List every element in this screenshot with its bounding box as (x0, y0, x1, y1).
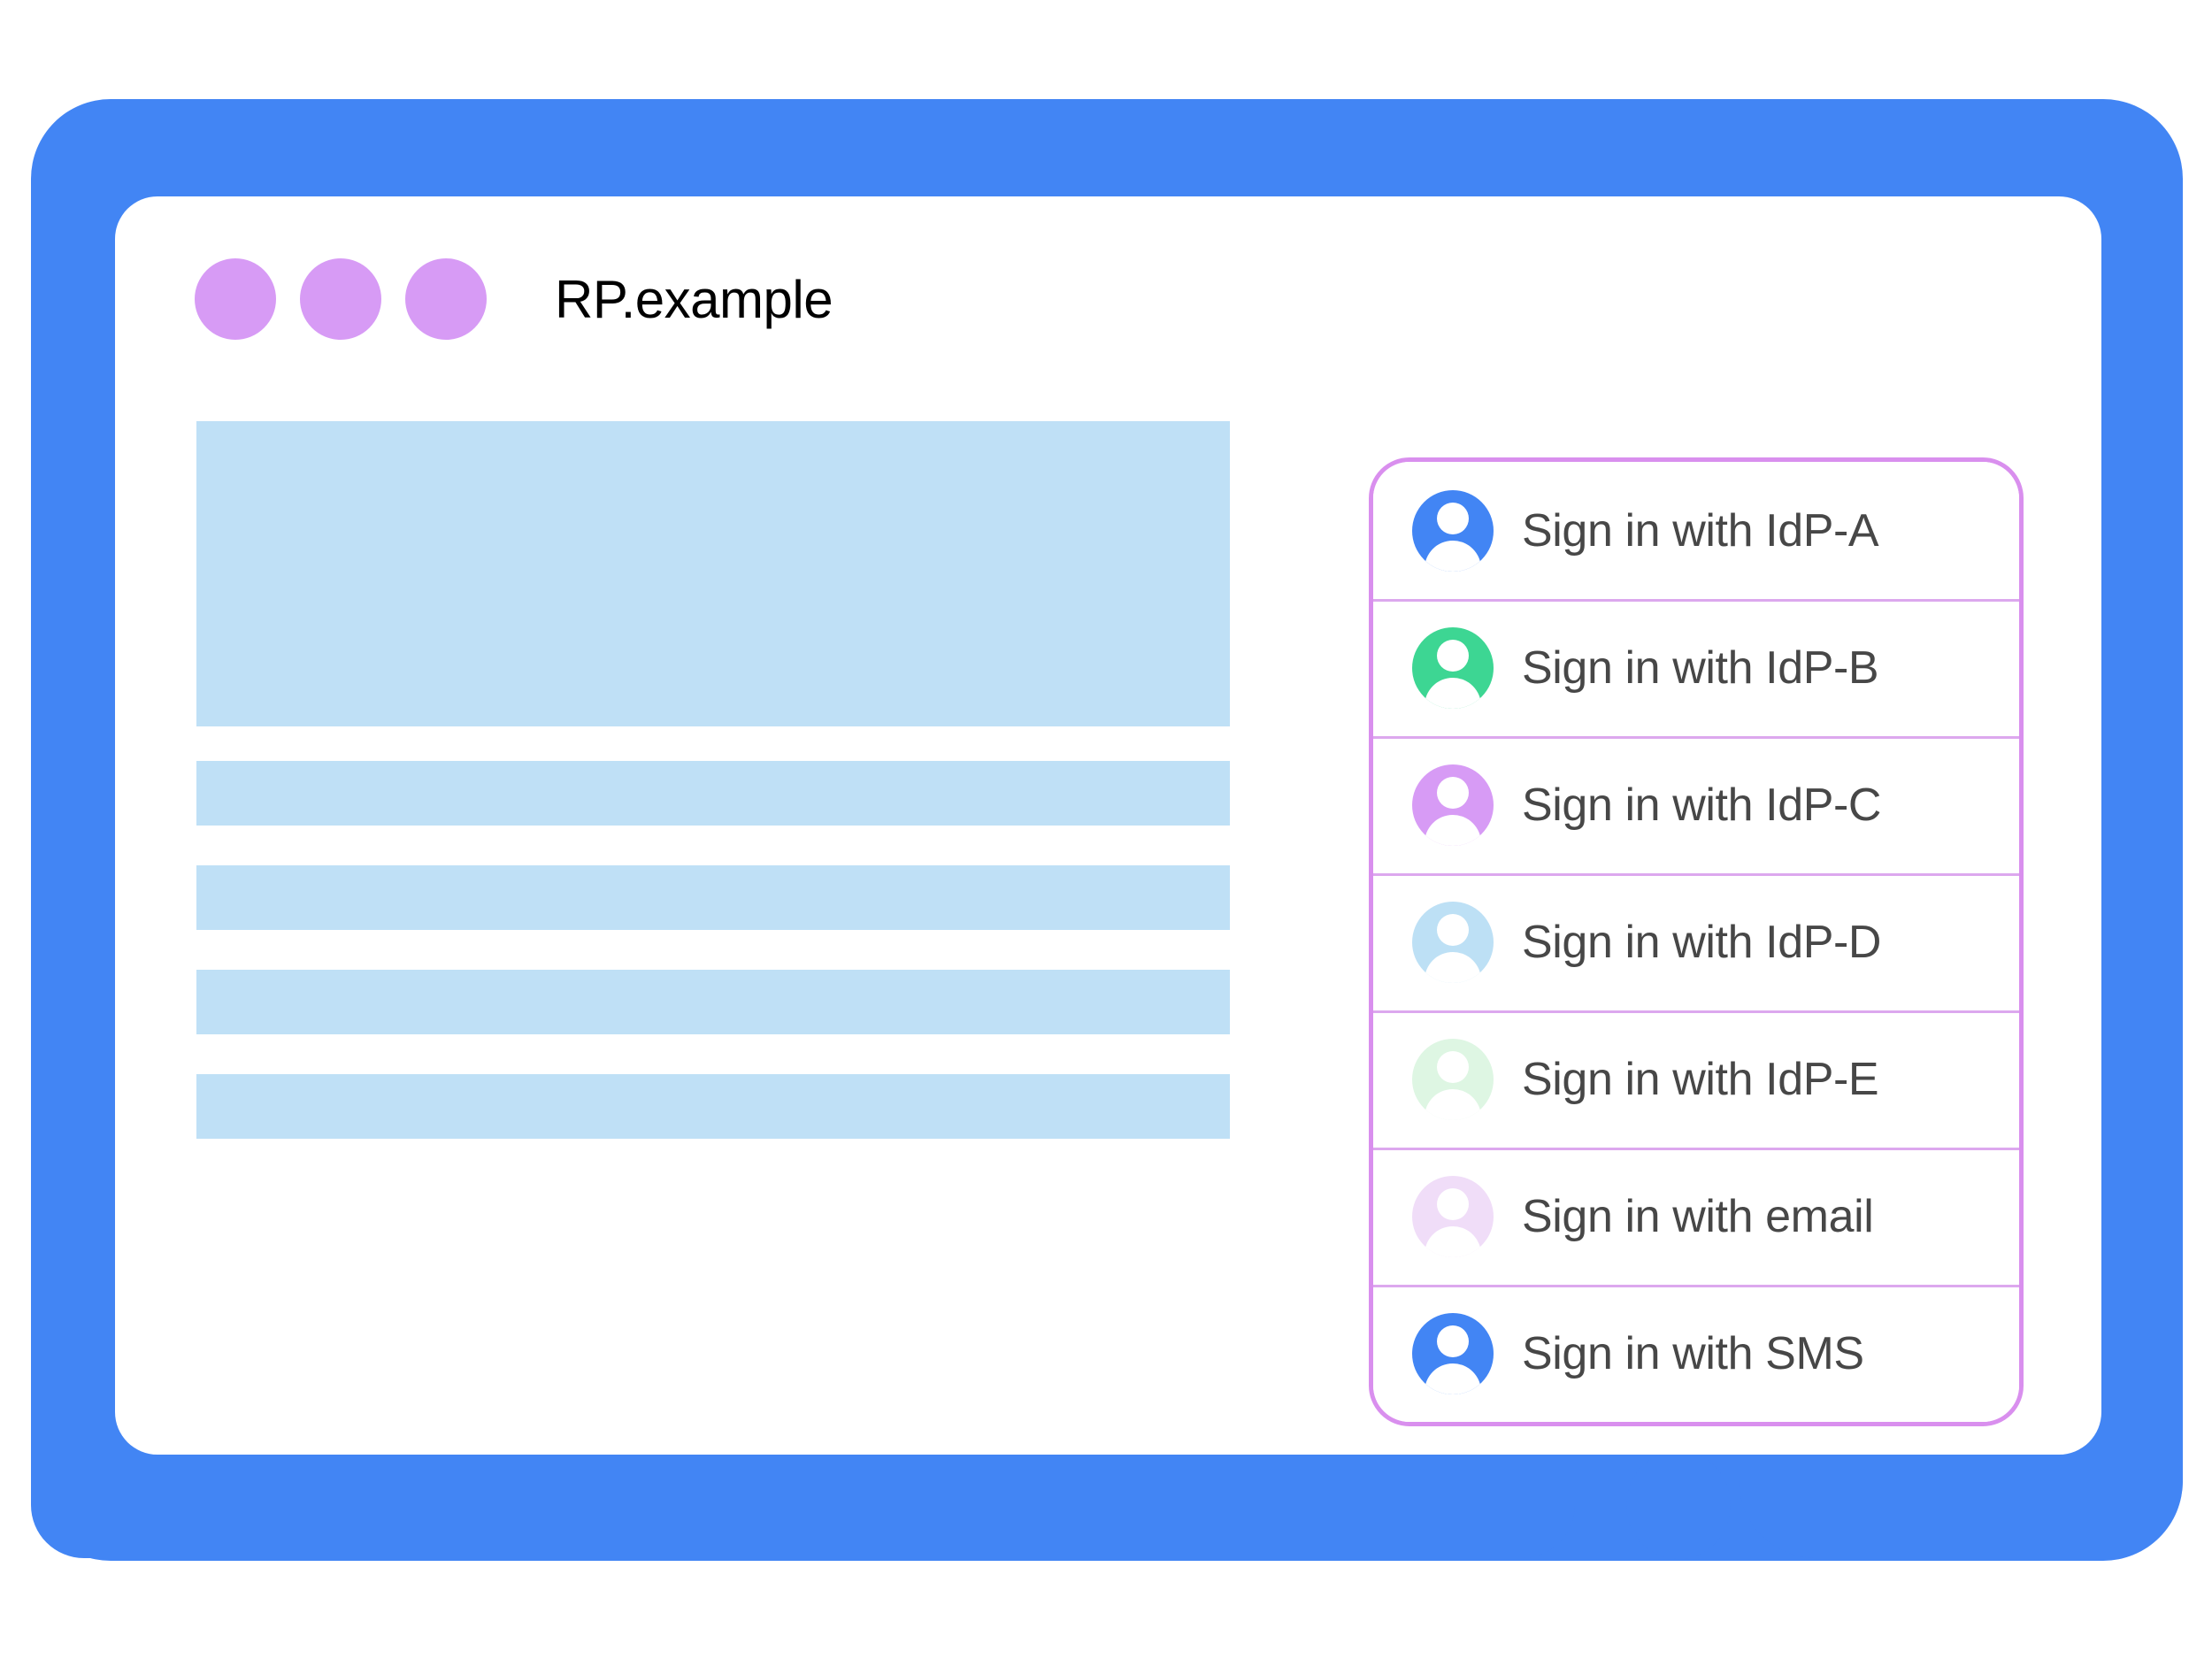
signin-option-idp-b[interactable]: Sign in with IdP-B (1373, 599, 2019, 736)
page-content-placeholders (196, 421, 1230, 1139)
browser-titlebar: RP.example (195, 258, 833, 340)
text-line-3 (196, 970, 1230, 1034)
page-title: RP.example (555, 269, 833, 329)
window-dot-2-icon[interactable] (300, 258, 381, 340)
signin-option-label: Sign in with IdP-B (1522, 641, 1879, 694)
text-line-4 (196, 1074, 1230, 1139)
signin-option-label: Sign in with IdP-A (1522, 504, 1879, 557)
signin-option-idp-a[interactable]: Sign in with IdP-A (1373, 462, 2019, 599)
signin-option-idp-e[interactable]: Sign in with IdP-E (1373, 1010, 2019, 1148)
device-bezel-bar-right (1739, 1455, 2183, 1558)
text-line-2 (196, 865, 1230, 930)
device-bezel-bar-left (31, 1455, 1575, 1558)
device-bezel-rail-right (2098, 1327, 2183, 1469)
person-avatar-icon (1412, 489, 1494, 572)
signin-option-idp-d[interactable]: Sign in with IdP-D (1373, 873, 2019, 1010)
signin-option-label: Sign in with IdP-E (1522, 1053, 1879, 1105)
signin-option-label: Sign in with IdP-D (1522, 916, 1882, 968)
person-avatar-icon (1412, 626, 1494, 709)
text-line-1 (196, 761, 1230, 826)
window-dot-1-icon[interactable] (195, 258, 276, 340)
home-button[interactable] (1626, 1451, 1731, 1559)
signin-option-label: Sign in with email (1522, 1190, 1874, 1242)
person-avatar-icon (1412, 764, 1494, 846)
person-avatar-icon (1412, 1312, 1494, 1394)
signin-option-idp-c[interactable]: Sign in with IdP-C (1373, 736, 2019, 873)
person-avatar-icon (1412, 1038, 1494, 1120)
window-dot-3-icon[interactable] (405, 258, 487, 340)
signin-option-label: Sign in with IdP-C (1522, 779, 1882, 831)
person-avatar-icon (1412, 1175, 1494, 1257)
device-bezel-rail-left (31, 1327, 116, 1469)
signin-option-label: Sign in with SMS (1522, 1327, 1864, 1379)
signin-option-email[interactable]: Sign in with email (1373, 1148, 2019, 1285)
person-avatar-icon (1412, 901, 1494, 983)
hero-placeholder (196, 421, 1230, 726)
signin-account-chooser: Sign in with IdP-A Sign in with IdP-B Si… (1369, 457, 2024, 1426)
device-screen: RP.example Sign in with IdP-A Sign i (115, 196, 2101, 1455)
signin-option-sms[interactable]: Sign in with SMS (1373, 1285, 2019, 1422)
